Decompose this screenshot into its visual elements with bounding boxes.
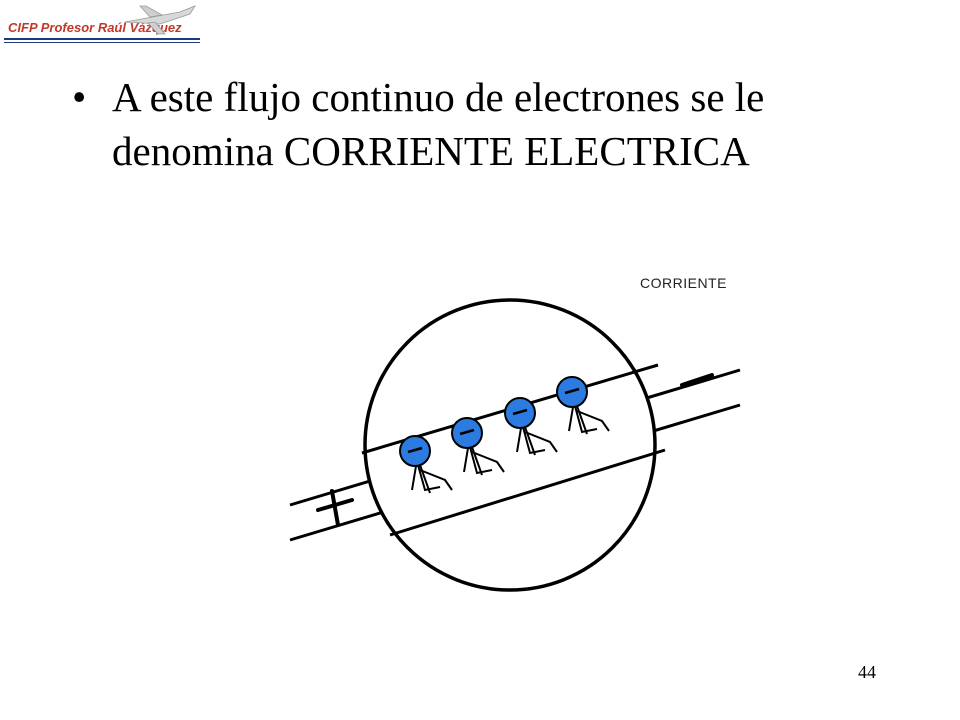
logo: CIFP Profesor Raúl Vázquez: [0, 0, 205, 48]
magnifier-circle: [363, 298, 657, 592]
logo-underline: [4, 38, 200, 40]
electron-4: [556, 376, 610, 435]
plus-sign: [316, 489, 354, 527]
bullet-dot: •: [72, 74, 87, 120]
electron-1: [399, 435, 453, 494]
electron-flow-diagram: [289, 298, 741, 592]
electron-3: [504, 397, 558, 456]
diagram-label-corriente: CORRIENTE: [640, 275, 727, 291]
electron-2: [451, 417, 505, 476]
logo-underline-thin: [4, 42, 200, 43]
bullet-text: A este flujo continuo de electrones se l…: [112, 74, 765, 174]
conductor-inner-bottom: [389, 448, 666, 537]
page-number: 44: [858, 662, 876, 682]
minus-sign: [680, 373, 714, 387]
airplane-icon: [124, 5, 196, 35]
logo-text: CIFP Profesor Raúl Vázquez: [8, 20, 182, 35]
